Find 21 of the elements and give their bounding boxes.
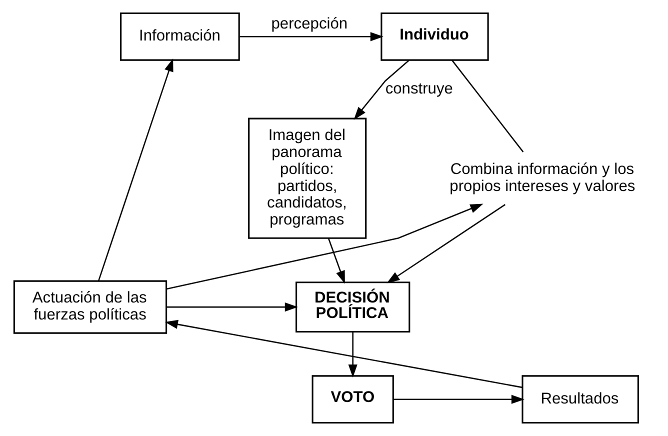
arrow [354, 60, 410, 120]
node-text: Combina información y los propios intereses y valores [450, 160, 636, 195]
arrow [166, 204, 484, 290]
arrow [328, 238, 345, 284]
node-box: Individuo [380, 12, 489, 61]
arrow [393, 394, 524, 404]
node-box: Resultados [522, 375, 639, 424]
edge-label: construye [385, 80, 453, 98]
node-box: Actuación de las fuerzas políticas [13, 280, 168, 334]
connector [452, 60, 524, 152]
arrow [386, 204, 506, 284]
node-box: Imagen del panorama político: partidos, candidatos, programas [248, 118, 367, 239]
node-box: Información [120, 12, 240, 61]
arrow [240, 32, 384, 42]
node-box: DECISIÓN POLÍTICA [296, 282, 410, 333]
arrow [164, 320, 522, 388]
edge-label: percepción [271, 15, 348, 32]
node-box: VOTO [312, 375, 394, 424]
arrow [348, 332, 358, 378]
arrow [98, 58, 174, 282]
arrow [166, 302, 298, 312]
